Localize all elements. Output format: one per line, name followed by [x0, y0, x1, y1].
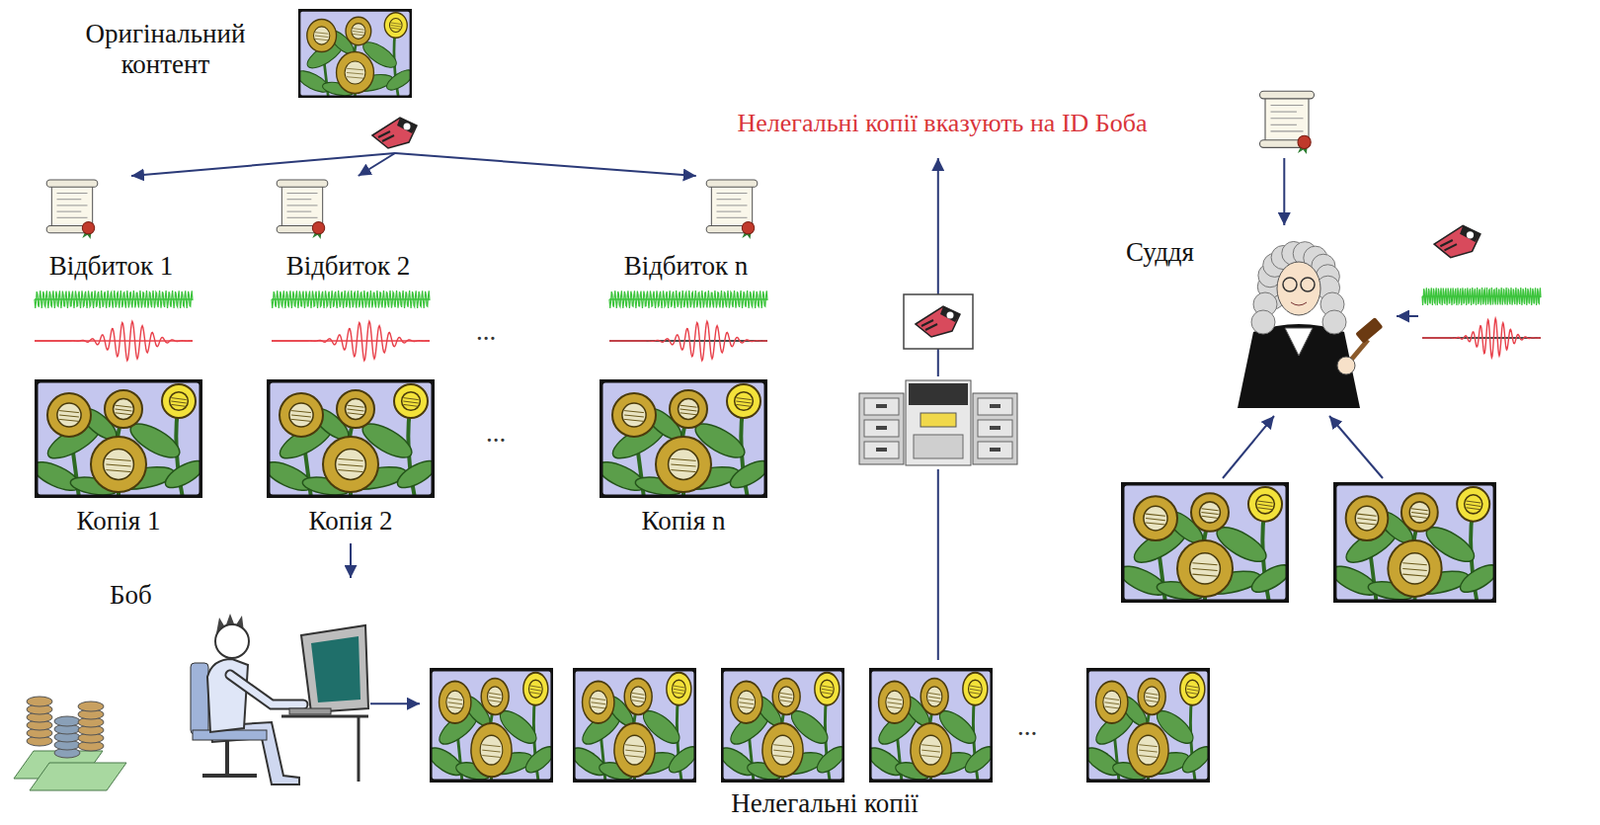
fingerprint-box: Відбиток n: [584, 175, 788, 364]
sunflower-picture: [425, 667, 558, 783]
watermark-signal: [1422, 318, 1541, 358]
certificate-scroll: [46, 179, 98, 240]
bob-figure: [190, 613, 369, 785]
key-icon: [1434, 225, 1481, 257]
sunflower-picture: [260, 379, 440, 498]
evidence-arrow: [1222, 415, 1275, 479]
judge-figure: [1237, 240, 1383, 408]
certificate-scroll: [706, 179, 758, 240]
sunflower-picture: [294, 8, 416, 98]
bob-box: Боб: [103, 577, 371, 788]
node-label: Боб: [109, 579, 169, 611]
node-label: Відбиток n: [584, 250, 788, 282]
fingerprint-signal: [609, 290, 768, 309]
ellipsis-mark: ...: [485, 419, 506, 447]
evidence-arrow: [1396, 315, 1419, 318]
certificate-scroll: [276, 179, 328, 240]
sunflower-picture: [593, 379, 773, 498]
key-icon: [372, 117, 417, 149]
content-copy: Копія n: [589, 375, 778, 544]
fingerprint-signal: [271, 290, 430, 309]
watermark-signal: [271, 320, 430, 361]
sunflower-picture: [568, 667, 701, 783]
evidence-arrow: [1329, 415, 1383, 479]
node-label: Відбиток 1: [9, 250, 213, 282]
node-label: Копія n: [589, 505, 778, 537]
illegal-copies: Нелегальні копії: [419, 659, 1230, 823]
content-copy: Копія 2: [256, 375, 445, 544]
node-label: Нелегальні копії: [419, 788, 1230, 819]
node-label: Відбиток 2: [246, 250, 450, 282]
ellipsis-mark: ...: [1017, 713, 1038, 740]
judge-box: Суддя: [1125, 225, 1393, 413]
database: [855, 376, 1022, 470]
flow-arrow: [370, 702, 420, 705]
key-box: [903, 294, 973, 349]
watermark-signal: [34, 320, 193, 361]
money: [13, 696, 127, 791]
flow-arrow: [349, 543, 352, 578]
fingerprint-box: Відбиток 1: [9, 175, 213, 364]
node-label: Оригінальний контент: [39, 18, 292, 80]
node-label: Копія 1: [24, 505, 213, 537]
node-label: Копія 2: [256, 505, 445, 537]
sunflower-picture: [1327, 481, 1502, 603]
sunflower-picture: [865, 667, 997, 783]
judge-evidence: [1115, 225, 1541, 603]
flow-arrow: [1282, 158, 1285, 226]
flow-arrow: [131, 153, 396, 176]
flow-arrow: [358, 153, 396, 176]
content-copy: Копія 1: [24, 375, 213, 544]
tracing-result: Нелегальні копії вказують на ID Боба: [632, 86, 1334, 159]
sunflower-picture: [28, 379, 208, 498]
fingerprint-box: Відбиток 2: [246, 175, 450, 364]
sunflower-picture: [1115, 481, 1294, 603]
fingerprint-signal: [1422, 287, 1541, 306]
key-icon: [915, 306, 960, 337]
original-content: Оригінальний контент: [39, 4, 435, 154]
sunflower-picture: [1082, 667, 1214, 783]
flow-arrow: [395, 153, 697, 176]
watermark-signal: [609, 320, 768, 361]
ellipsis-mark: ...: [476, 318, 496, 345]
certificate-scroll: [1260, 90, 1315, 155]
fingerprint-signal: [34, 290, 193, 309]
sunflower-picture: [717, 667, 849, 783]
node-label: Суддя: [1125, 237, 1220, 268]
node-label: Нелегальні копії вказують на ID Боба: [632, 108, 1253, 139]
